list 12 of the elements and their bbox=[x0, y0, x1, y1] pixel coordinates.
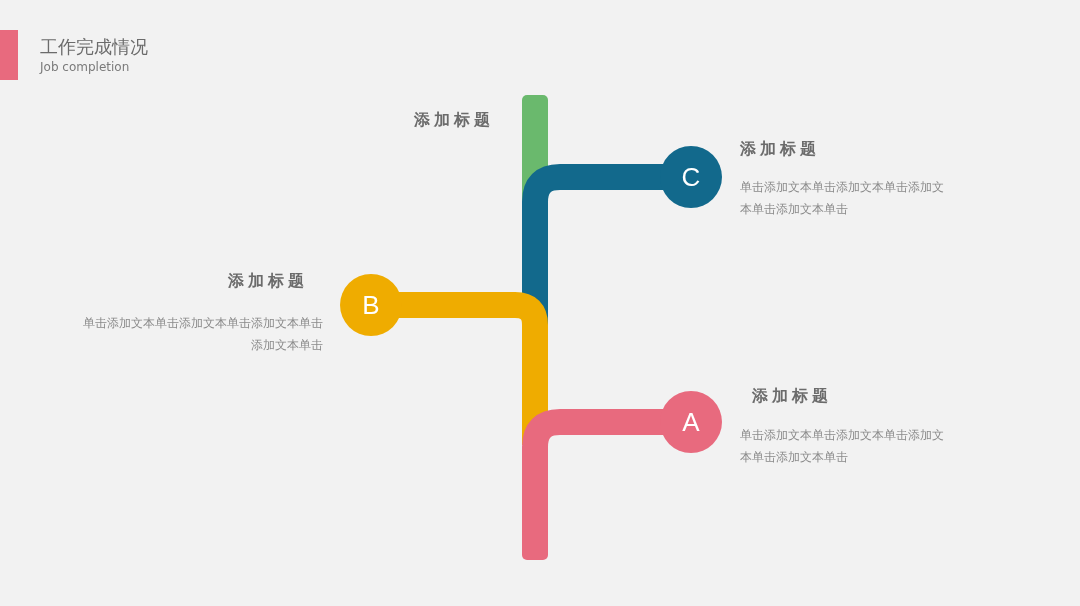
item-description: 单击添加文本单击添加文本单击添加文本单击添加文本单击 bbox=[740, 427, 945, 466]
item-description: 单击添加文本单击添加文本单击添加文本单击添加文本单击 bbox=[740, 179, 945, 218]
circle-letter: B bbox=[361, 289, 381, 322]
circle-letter: A bbox=[681, 406, 701, 439]
subtitle: Job completion bbox=[40, 60, 130, 74]
item-description: 单击添加文本单击添加文本单击添加文本单击添加文本单击 bbox=[82, 315, 323, 354]
section-heading: 添加标题 bbox=[414, 110, 494, 131]
slide-title: 工作完成情况 bbox=[40, 35, 148, 59]
circle-letter: C bbox=[680, 161, 702, 194]
item-heading: 添加标题 bbox=[752, 386, 832, 407]
item-heading: 添加标题 bbox=[228, 271, 308, 292]
item-heading: 添加标题 bbox=[740, 139, 820, 160]
